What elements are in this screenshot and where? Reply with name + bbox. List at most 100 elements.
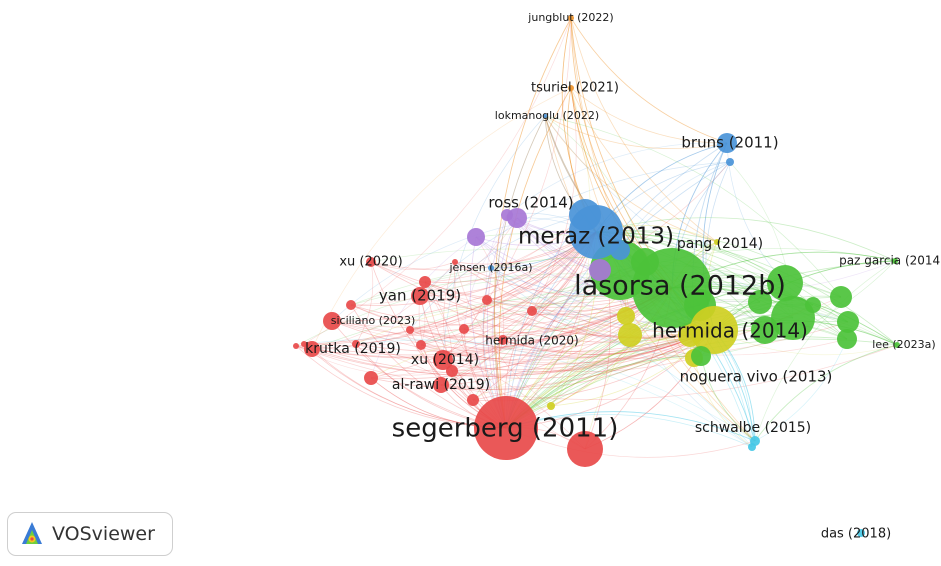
link <box>370 269 621 379</box>
node-bubble[interactable] <box>830 286 852 308</box>
node-bubble[interactable] <box>293 343 299 349</box>
node-label[interactable]: ross (2014) <box>488 194 573 212</box>
node-bubble[interactable] <box>346 300 356 310</box>
node-bubble[interactable] <box>364 371 378 385</box>
link <box>498 87 572 429</box>
node-label[interactable]: xu (2014) <box>411 352 479 368</box>
node-bubble[interactable] <box>691 346 711 366</box>
node-bubble[interactable] <box>527 306 537 316</box>
node-label[interactable]: meraz (2013) <box>518 224 674 250</box>
node-label[interactable]: lokmanoglu (2022) <box>495 109 599 122</box>
node-bubble[interactable] <box>416 340 426 350</box>
link <box>311 87 572 350</box>
node-bubble[interactable] <box>323 312 341 330</box>
node-bubble[interactable] <box>751 316 779 344</box>
node-bubble[interactable] <box>498 335 508 345</box>
link <box>475 236 715 331</box>
node-bubble[interactable] <box>568 85 574 91</box>
link <box>409 329 695 372</box>
link <box>754 260 896 442</box>
node-bubble[interactable] <box>714 239 720 245</box>
vosviewer-badge[interactable]: VOSviewer <box>7 512 173 556</box>
node-label[interactable]: yan (2019) <box>379 287 461 305</box>
link <box>570 87 728 144</box>
link <box>595 231 794 319</box>
link <box>531 248 896 312</box>
node-bubble[interactable] <box>567 431 603 467</box>
app-name: VOSviewer <box>52 523 155 545</box>
node-bubble[interactable] <box>857 529 865 537</box>
node-label[interactable]: das (2018) <box>821 527 891 542</box>
link <box>303 17 572 345</box>
link <box>595 231 848 340</box>
node-bubble[interactable] <box>632 248 712 328</box>
node-bubble[interactable] <box>459 324 469 334</box>
link <box>451 329 715 379</box>
node-bubble[interactable] <box>726 158 734 166</box>
node-bubble[interactable] <box>543 114 547 118</box>
node-bubble[interactable] <box>467 228 485 246</box>
link <box>442 329 715 373</box>
node-label[interactable]: bruns (2011) <box>681 134 778 152</box>
node-bubble[interactable] <box>488 265 494 271</box>
node-bubble[interactable] <box>452 259 458 265</box>
node-bubble[interactable] <box>837 311 859 333</box>
node-bubble[interactable] <box>366 257 376 267</box>
link <box>506 142 728 216</box>
link <box>463 217 518 330</box>
link <box>570 17 728 144</box>
node-label[interactable]: lee (2023a) <box>872 338 935 351</box>
node-bubble[interactable] <box>568 15 574 21</box>
node-bubble[interactable] <box>892 258 898 264</box>
node-bubble[interactable] <box>805 297 821 313</box>
node-bubble[interactable] <box>617 307 635 325</box>
node-bubble[interactable] <box>748 290 772 314</box>
node-bubble[interactable] <box>589 259 611 281</box>
node-bubble[interactable] <box>618 323 642 347</box>
node-bubble[interactable] <box>771 296 815 340</box>
node-label[interactable]: pang (2014) <box>677 236 763 252</box>
node-bubble[interactable] <box>433 350 453 370</box>
node-label[interactable]: jensen (2016a) <box>448 261 532 274</box>
node-bubble[interactable] <box>406 326 414 334</box>
node-label[interactable]: lasorsa (2012b) <box>574 271 786 302</box>
node-bubble[interactable] <box>304 341 320 357</box>
node-label[interactable]: xu (2020) <box>339 255 402 270</box>
node-bubble[interactable] <box>547 402 555 410</box>
link <box>595 231 898 346</box>
node-bubble[interactable] <box>690 306 738 354</box>
link <box>502 334 691 355</box>
node-bubble[interactable] <box>837 329 857 349</box>
node-label[interactable]: schwalbe (2015) <box>695 420 811 436</box>
link <box>370 231 597 379</box>
node-bubble[interactable] <box>894 342 900 348</box>
node-label[interactable]: siciliano (2023) <box>331 314 416 327</box>
link <box>544 115 718 243</box>
node-bubble[interactable] <box>482 295 492 305</box>
node-label[interactable]: segerberg (2011) <box>392 414 619 444</box>
node-bubble[interactable] <box>433 377 449 393</box>
node-label[interactable]: hermida (2014) <box>652 319 808 343</box>
link <box>295 231 597 347</box>
node-bubble[interactable] <box>467 394 479 406</box>
link <box>303 343 474 401</box>
node-label[interactable]: noguera vivo (2013) <box>680 368 833 386</box>
node-bubble[interactable] <box>352 340 360 348</box>
node-bubble[interactable] <box>474 396 538 460</box>
node-bubble[interactable] <box>750 436 760 446</box>
node-bubble[interactable] <box>569 205 623 259</box>
node-label[interactable]: jungblut (2022) <box>527 11 613 24</box>
node-bubble[interactable] <box>411 287 429 305</box>
node-bubble[interactable] <box>717 133 737 153</box>
node-bubble[interactable] <box>419 276 431 288</box>
node-label[interactable]: al-rawi (2019) <box>392 377 490 393</box>
link <box>486 299 753 448</box>
link <box>490 267 695 359</box>
node-label[interactable]: tsuriel (2021) <box>531 81 619 96</box>
node-label[interactable]: krutka (2019) <box>305 341 401 357</box>
node-bubble[interactable] <box>507 208 527 228</box>
node-label[interactable]: hermida (2020) <box>485 334 578 348</box>
node-label[interactable]: paz garcia (2014) <box>839 254 941 268</box>
node-bubble[interactable] <box>767 265 803 301</box>
